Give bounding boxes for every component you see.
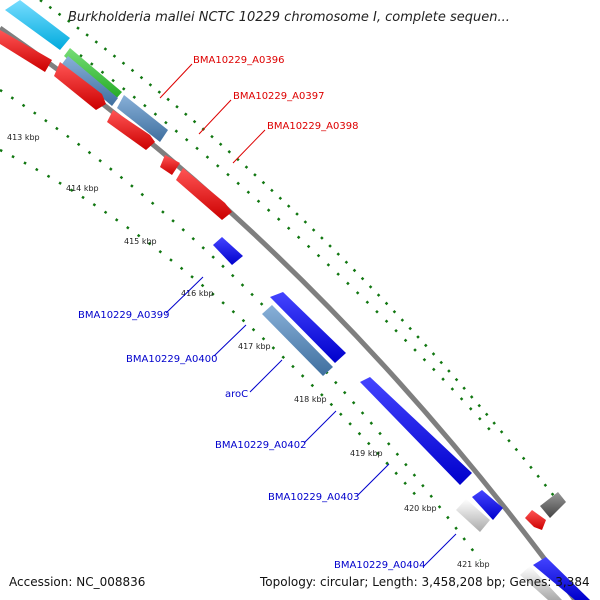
- tick-label: 415 kbp: [124, 237, 157, 246]
- gene-label: BMA10229_A0402: [215, 440, 306, 451]
- gene-label: BMA10229_A0400: [126, 354, 217, 365]
- gene-green: [64, 48, 122, 100]
- outer-dotted-ring: [39, 0, 566, 511]
- gene-steel-top: [62, 56, 118, 106]
- gene-blue-1: [213, 237, 243, 265]
- tick-label: 418 kbp: [294, 395, 327, 404]
- reverse-genes: [213, 237, 590, 600]
- gene-label: BMA10229_A0397: [233, 91, 324, 102]
- gene-label: BMA10229_A0398: [267, 121, 358, 132]
- label-leaders: [159, 63, 457, 567]
- gene-label: BMA10229_A0404: [334, 560, 425, 571]
- inner-dotted-ring: [0, 88, 482, 561]
- tick-label: 420 kbp: [404, 504, 437, 513]
- gene-blue-4: [472, 490, 503, 520]
- gene-label: BMA10229_A0403: [268, 492, 359, 503]
- gene-label: BMA10229_A0399: [78, 310, 169, 321]
- gene-grey-bottom: [520, 566, 562, 600]
- tick-label: 417 kbp: [238, 342, 271, 351]
- gene-red-4: [160, 155, 180, 175]
- gene-labels: BMA10229_A0396 BMA10229_A0397 BMA10229_A…: [78, 55, 425, 571]
- gene-red-2: [54, 62, 106, 110]
- gene-blue-3: [360, 377, 472, 485]
- gene-cyan: [5, 0, 70, 50]
- tick-label: 413 kbp: [7, 133, 40, 142]
- gene-label: aroC: [225, 389, 248, 400]
- forward-genes: [0, 0, 566, 530]
- gene-light-grey: [456, 499, 490, 532]
- map-title: Burkholderia mallei NCTC 10229 chromosom…: [68, 10, 510, 25]
- inner-dotted-ring-2: [0, 148, 421, 501]
- gene-red-6: [525, 510, 546, 530]
- tick-label: 416 kbp: [181, 289, 214, 298]
- tick-label: 421 kbp: [457, 560, 490, 569]
- topology-summary: Topology: circular; Length: 3,458,208 bp…: [260, 575, 590, 589]
- tick-label: 414 kbp: [66, 184, 99, 193]
- gene-blue-2: [270, 292, 346, 363]
- gene-steel-aroC: [262, 305, 333, 376]
- tick-labels: 413 kbp 414 kbp 415 kbp 416 kbp 417 kbp …: [7, 133, 490, 569]
- gene-label: BMA10229_A0396: [193, 55, 284, 66]
- gene-blue-5: [533, 557, 590, 600]
- gene-steel-forward: [117, 95, 168, 142]
- gene-red-3: [107, 110, 155, 150]
- gene-red-1: [0, 30, 52, 72]
- gene-dark-grey: [540, 492, 566, 518]
- tick-label: 419 kbp: [350, 449, 383, 458]
- accession-text: Accession: NC_008836: [9, 575, 146, 589]
- gene-red-5: [176, 168, 232, 220]
